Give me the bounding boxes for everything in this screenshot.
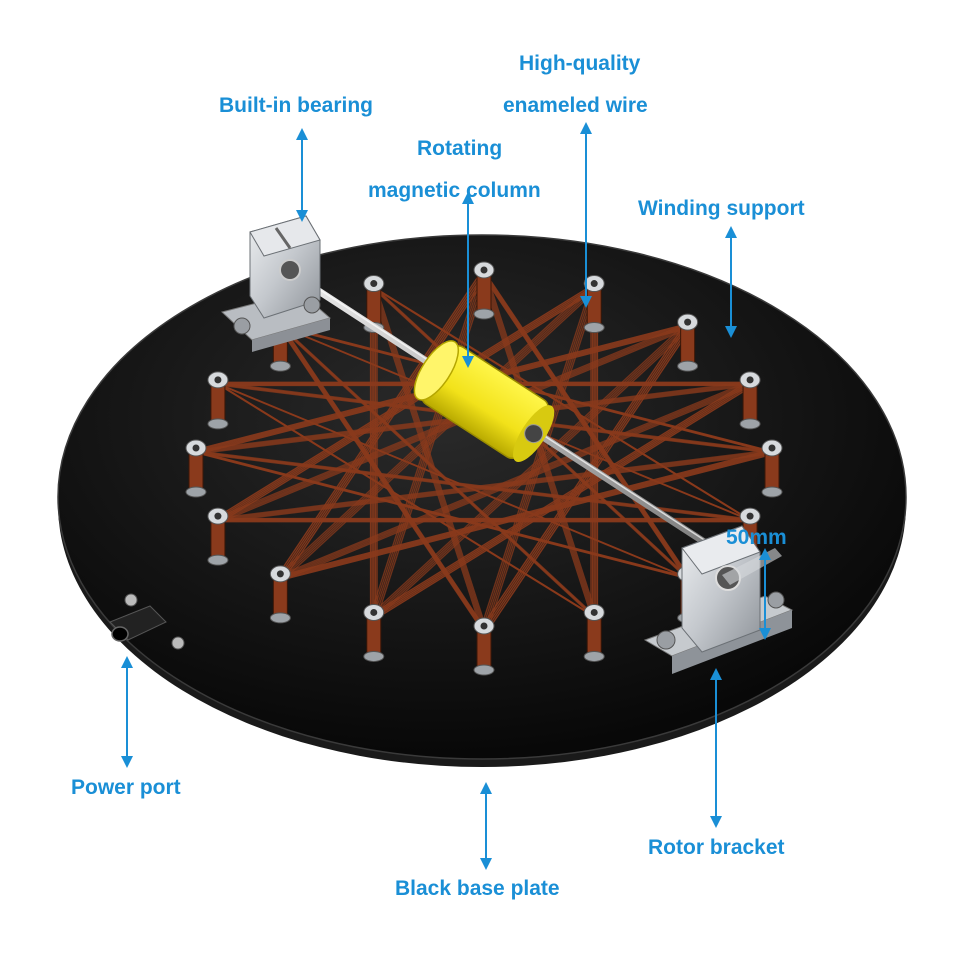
wire-strand [483, 325, 689, 631]
wire-strand [215, 286, 593, 520]
wire-strand [214, 285, 592, 520]
wire-strand [283, 288, 598, 580]
wire-strand [278, 382, 749, 578]
wire-strand [370, 324, 685, 616]
wire-strand [376, 384, 754, 619]
winding-support-post [363, 603, 385, 662]
wire-strand [485, 326, 690, 632]
wire-strand [281, 326, 487, 632]
winding-supports [185, 261, 783, 676]
label-high-quality-line2: enameled wire [503, 94, 648, 117]
callout-arrows [121, 122, 771, 870]
wire-strand [276, 381, 748, 577]
label-black-base-plate: Black base plate [395, 877, 560, 900]
wire-strand [371, 382, 749, 617]
wire-strand [219, 287, 597, 522]
winding-support-post [739, 371, 761, 430]
wire-strand [483, 273, 689, 579]
rotating-magnetic-column [413, 340, 555, 463]
enameled-wire-winding [192, 272, 776, 632]
winding-support-post [185, 439, 207, 498]
wire-strand [216, 450, 771, 521]
winding-support-post [583, 603, 605, 662]
label-rotating-line1: Rotating [417, 137, 503, 160]
label-rotating-line2: magnetic column [368, 179, 541, 202]
wire-strand [373, 383, 751, 618]
wire-strand [278, 272, 483, 578]
wire-strand [278, 324, 483, 630]
wire-strand [376, 288, 488, 632]
wire-strand [281, 452, 774, 580]
winding-support-post [761, 439, 783, 498]
wire-strand [485, 274, 690, 580]
wire-strand [220, 327, 692, 523]
wire-strand [219, 326, 690, 522]
wire-strand [220, 384, 692, 581]
winding-support-post [269, 565, 291, 624]
label-dimension: 50mm [726, 526, 787, 549]
wire-strand [481, 272, 687, 578]
winding-support-post [207, 507, 229, 566]
wire-strand [276, 324, 482, 629]
wire-strand [279, 325, 485, 631]
wire-strand [481, 286, 594, 630]
wire-strand [486, 275, 692, 580]
label-high-quality-line1: High-quality [519, 52, 641, 75]
winding-support-post [583, 275, 605, 334]
wire-strand [371, 324, 687, 617]
wire-strand [480, 272, 686, 577]
wire-strand [217, 286, 595, 521]
wire-strand [217, 451, 773, 521]
wire-strand [282, 327, 488, 632]
label-rotor-bracket: Rotor bracket [648, 836, 785, 859]
winding-support-post [363, 275, 385, 334]
label-winding-support: Winding support [638, 197, 805, 220]
power-port [109, 593, 185, 650]
wire-strand [375, 384, 753, 618]
wire-strand [219, 452, 774, 522]
label-power-port: Power port [71, 776, 181, 799]
winding-support-post [207, 371, 229, 430]
wire-strand [374, 288, 487, 632]
winding-support-post [473, 261, 495, 320]
wire-strand [214, 449, 769, 520]
wire-strand [283, 327, 598, 619]
label-built-in-bearing: Built-in bearing [219, 94, 373, 117]
winding-support-post [473, 617, 495, 676]
wire-strand [281, 287, 597, 580]
wire-strand [283, 452, 776, 581]
wire-strand [480, 285, 592, 629]
built-in-bearing [220, 215, 332, 352]
winding-support-post [677, 313, 699, 372]
wire-strand [280, 451, 773, 579]
wire-strand [279, 273, 485, 579]
